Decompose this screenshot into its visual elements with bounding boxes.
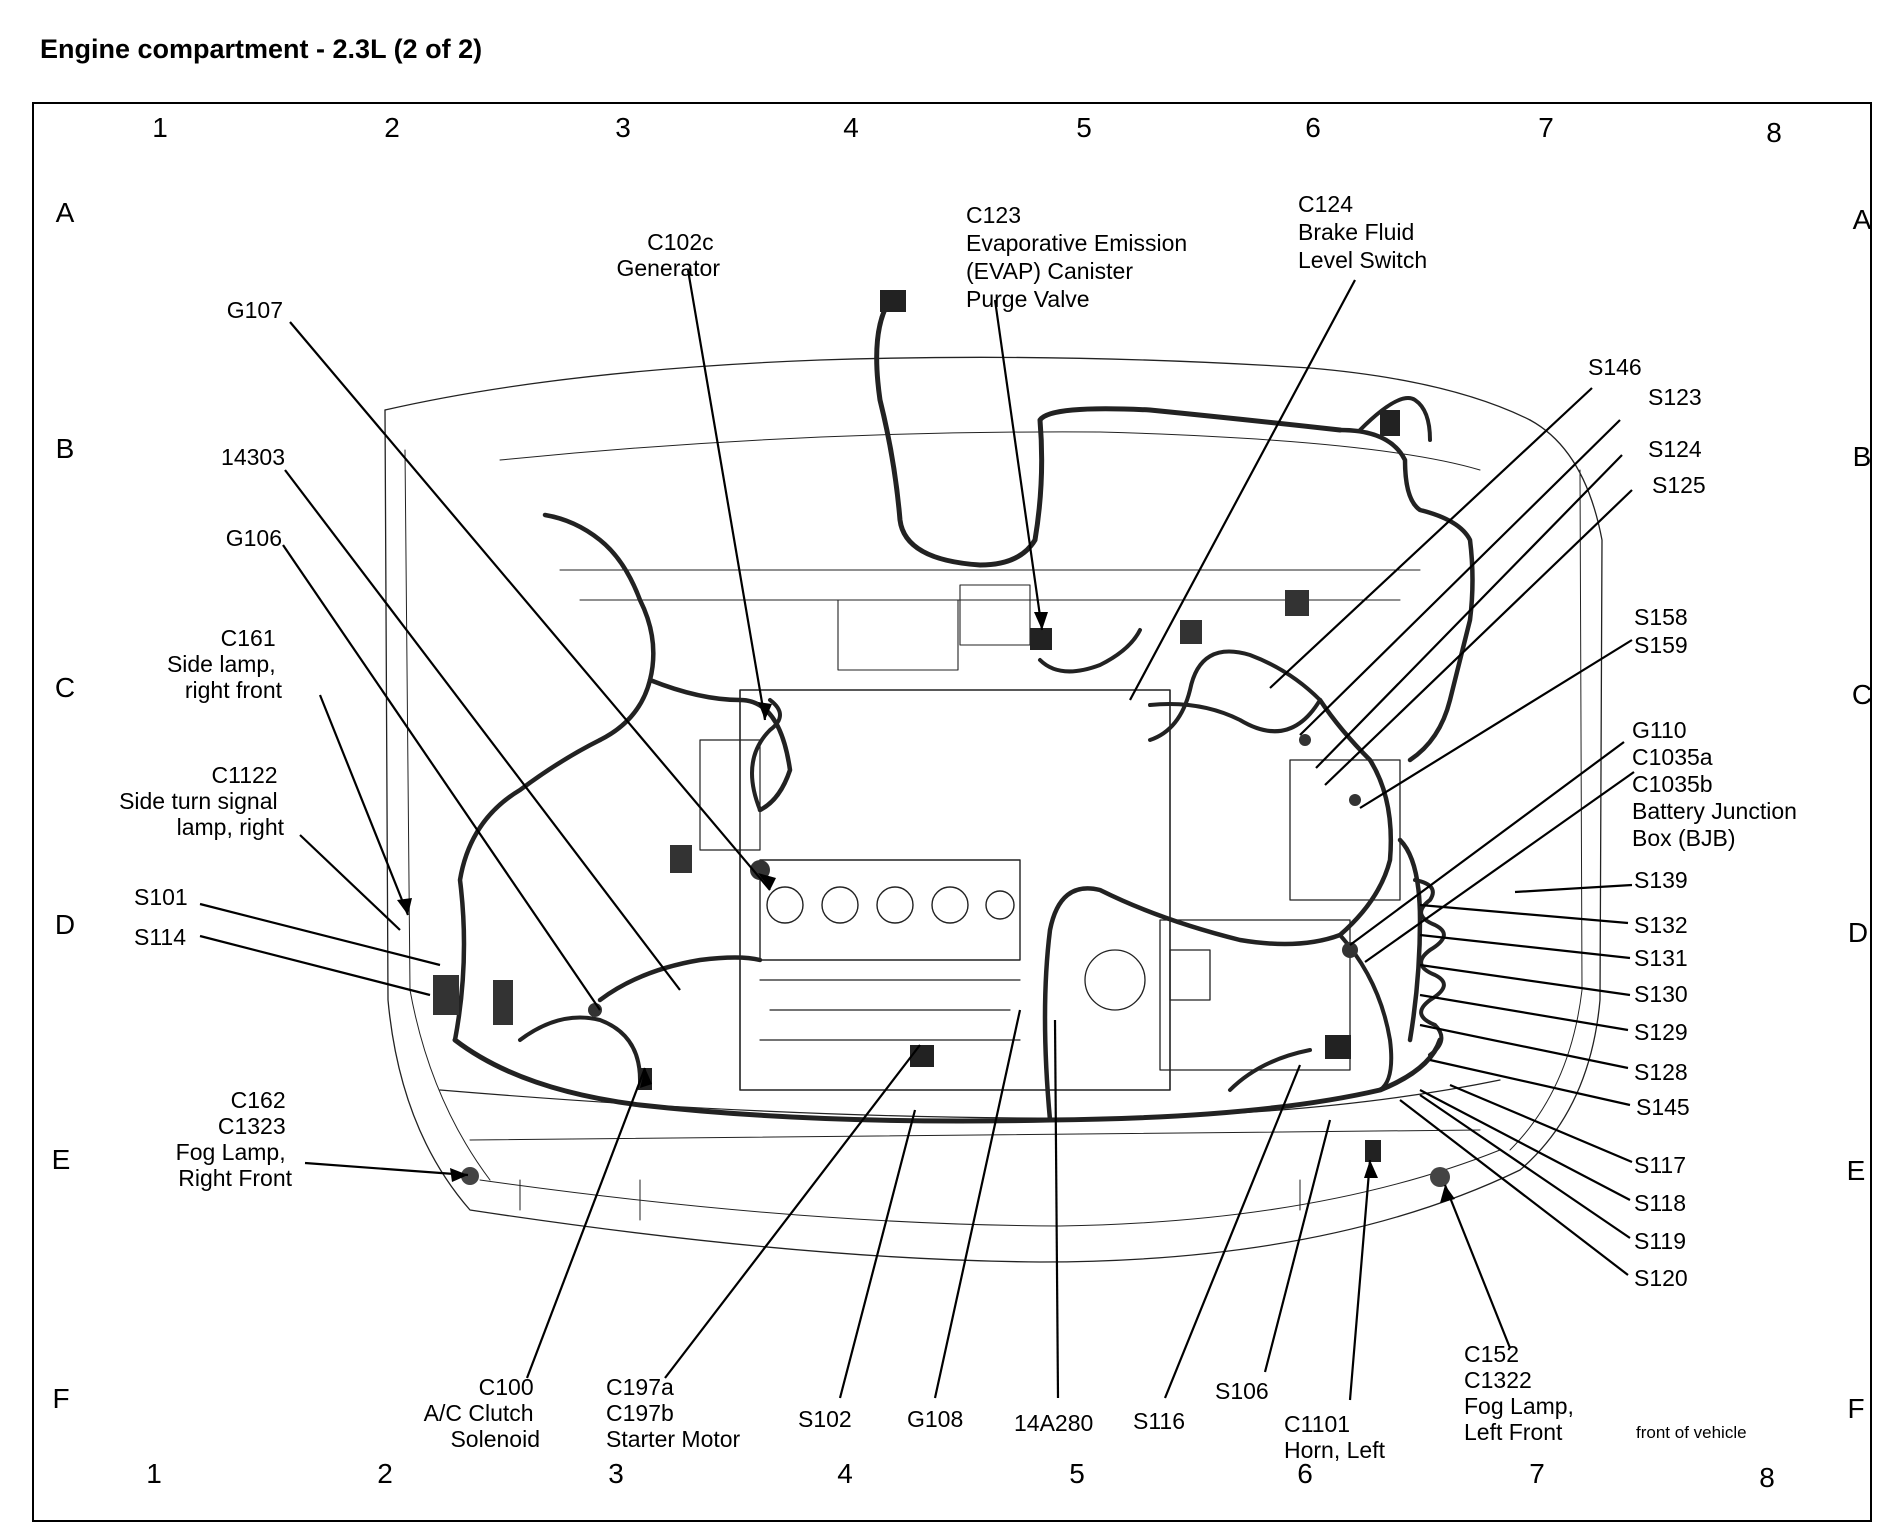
grid-col-top-7: 7: [1538, 112, 1554, 143]
grid-row-right-a: A: [1853, 204, 1872, 235]
grid-col-bottom-8: 8: [1759, 1462, 1775, 1493]
grid-col-top-4: 4: [843, 112, 859, 143]
label-14a280: 14A280: [1014, 1410, 1093, 1436]
label-s145: S145: [1636, 1094, 1690, 1120]
label-c197: C197a C197b Starter Motor: [606, 1374, 741, 1452]
grid-col-top-1: 1: [152, 112, 168, 143]
label-s116: S116: [1133, 1408, 1185, 1434]
grid-col-bottom-2: 2: [377, 1458, 393, 1489]
label-c1122: C1122 Side turn signal lamp, right: [119, 762, 285, 840]
grid-col-bottom-5: 5: [1069, 1458, 1085, 1489]
label-s102: S102: [798, 1406, 852, 1432]
label-c123: C123 Evaporative Emission (EVAP) Caniste…: [966, 202, 1194, 312]
label-s118: S118: [1634, 1190, 1686, 1216]
grid-row-right-e: E: [1847, 1155, 1866, 1186]
label-g110-bjb: G110 C1035a C1035b Battery Junction Box …: [1632, 717, 1803, 851]
grid-col-bottom-3: 3: [608, 1458, 624, 1489]
grid-col-top-6: 6: [1305, 112, 1321, 143]
grid-col-top-3: 3: [615, 112, 631, 143]
label-g108: G108: [907, 1406, 963, 1432]
label-s158-s159: S158 S159: [1634, 604, 1694, 658]
grid-row-right-f: F: [1847, 1393, 1864, 1424]
label-s131: S131: [1634, 945, 1688, 971]
grid-col-top-8: 8: [1766, 117, 1782, 148]
grid-col-bottom-4: 4: [837, 1458, 853, 1489]
label-s132: S132: [1634, 912, 1688, 938]
grid-col-bottom-6: 6: [1297, 1458, 1313, 1489]
grid-row-left-a: A: [56, 197, 75, 228]
label-s129: S129: [1634, 1019, 1688, 1045]
label-g106: G106: [226, 525, 282, 551]
label-s146: S146: [1588, 354, 1642, 380]
label-s130: S130: [1634, 981, 1688, 1007]
grid-row-left-d: D: [55, 909, 75, 940]
grid-row-left-f: F: [52, 1383, 69, 1414]
label-s120: S120: [1634, 1265, 1688, 1291]
grid-row-right-b: B: [1853, 441, 1872, 472]
label-c100: C100 A/C Clutch Solenoid: [424, 1374, 540, 1452]
label-s106: S106: [1215, 1378, 1269, 1404]
label-c124: C124 Brake Fluid Level Switch: [1298, 191, 1427, 273]
label-c161: C161 Side lamp, right front: [167, 625, 283, 703]
grid-row-left-c: C: [55, 672, 75, 703]
diagram-frame: [32, 102, 1872, 1522]
label-14303: 14303: [221, 444, 285, 470]
label-s114: S114: [134, 924, 186, 950]
label-s119: S119: [1634, 1228, 1686, 1254]
label-c1101: C1101 Horn, Left: [1284, 1411, 1386, 1463]
grid-row-right-c: C: [1852, 679, 1872, 710]
grid-col-bottom-1: 1: [146, 1458, 162, 1489]
label-s124: S124: [1648, 436, 1702, 462]
footnote-front-of-vehicle: front of vehicle: [1636, 1423, 1747, 1442]
grid-col-top-5: 5: [1076, 112, 1092, 143]
grid-row-left-e: E: [52, 1144, 71, 1175]
label-s139: S139: [1634, 867, 1688, 893]
label-s125: S125: [1652, 472, 1706, 498]
grid-row-left-b: B: [56, 433, 75, 464]
label-s117: S117: [1634, 1152, 1686, 1178]
label-c102c: C102c Generator: [616, 229, 720, 281]
grid-col-top-2: 2: [384, 112, 400, 143]
label-s123: S123: [1648, 384, 1702, 410]
grid-markers: 1 2 3 4 5 6 7 8 1 2 3 4 5 6 7 8 A B C D …: [52, 112, 1872, 1493]
leader-lines: [199, 269, 1635, 1401]
grid-col-bottom-7: 7: [1529, 1458, 1545, 1489]
callout-labels: G107 C102c Generator C123 Evaporative Em…: [119, 191, 1803, 1463]
page-title: Engine compartment - 2.3L (2 of 2): [40, 34, 483, 64]
label-s128: S128: [1634, 1059, 1688, 1085]
grid-row-right-d: D: [1848, 917, 1868, 948]
label-c152-c1322: C152 C1322 Fog Lamp, Left Front: [1464, 1341, 1580, 1445]
label-s101: S101: [134, 884, 188, 910]
label-c162-c1323: C162 C1323 Fog Lamp, Right Front: [176, 1087, 293, 1191]
label-g107: G107: [227, 297, 283, 323]
